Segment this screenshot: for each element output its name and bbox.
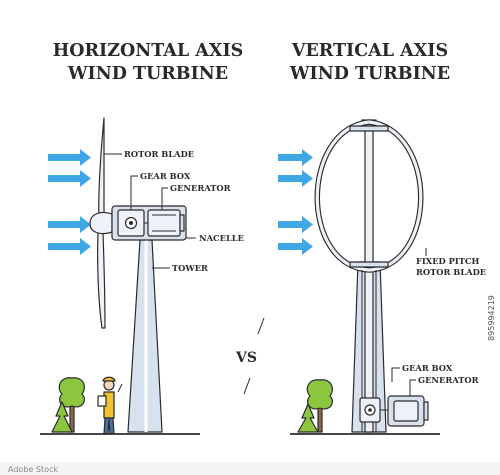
credit-bar [0,462,500,475]
label-tower: TOWER [172,263,208,273]
credit-text: Adobe Stock [8,465,58,474]
trees-right [297,379,333,433]
label-rotor-blade: ROTOR BLADE [124,149,194,159]
label-gear-box-horizontal: GEAR BOX [140,171,191,181]
wind-arrow-icon [278,170,313,187]
vertical-title-line1: VERTICAL AXIS [291,41,448,61]
horizontal-turbine [89,117,187,433]
rotor-blade [98,117,105,219]
wind-arrow-icon [278,149,313,166]
vertical-turbine [314,119,429,433]
worker-figure [97,376,123,435]
horizontal-wind-arrows [48,149,91,255]
tree-icon [297,403,319,433]
wind-arrow-icon [278,216,313,233]
wind-arrow-icon [48,170,91,187]
divider-slash-top [257,317,265,335]
vertical-wind-arrows [278,149,313,255]
horizontal-leaders [104,153,196,269]
horizontal-title-line1: HORIZONTAL AXIS [53,41,244,61]
vertical-title-line2: WIND TURBINE [289,64,450,84]
horizontal-title-line2: WIND TURBINE [67,64,228,84]
label-gear-box-vertical: GEAR BOX [402,363,453,373]
label-generator-vertical: GENERATOR [418,375,479,385]
tree-icon [58,377,85,408]
label-rotor-blade-vertical: ROTOR BLADE [416,267,486,277]
wind-arrow-icon [48,216,91,233]
tree-icon [51,401,73,433]
vertical-leaders [391,248,427,396]
rotor-hub [89,211,113,235]
vertical-mast [364,121,374,433]
tree-icon [306,379,333,410]
label-nacelle: NACELLE [199,233,244,243]
divider-slash-bottom [243,377,251,395]
label-fixed-pitch: FIXED PITCH [416,256,480,266]
label-generator-horizontal: GENERATOR [170,183,231,193]
trees-left [51,377,85,433]
wind-arrow-icon [48,238,91,255]
vs-label: VS [235,350,257,366]
stock-id: 895994219 [487,295,496,341]
wind-arrow-icon [48,149,91,166]
fixed-pitch-rotor-blade [314,119,370,273]
generator [147,209,181,237]
wind-arrow-icon [278,238,313,255]
